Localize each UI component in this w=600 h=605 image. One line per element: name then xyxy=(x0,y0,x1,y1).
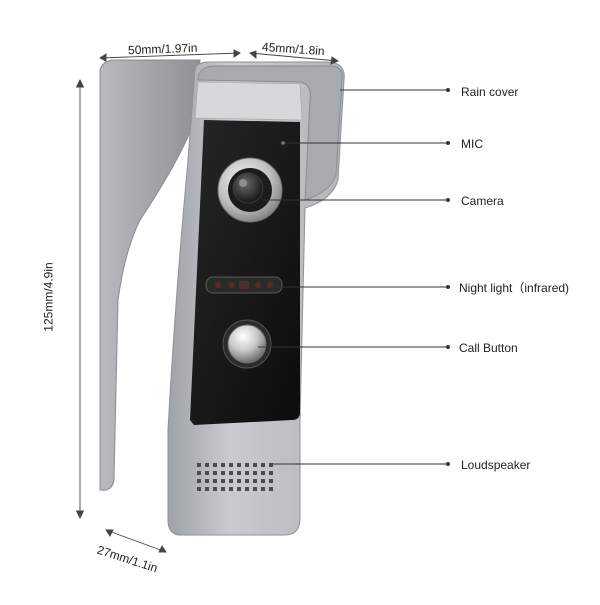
grille-hole xyxy=(205,487,209,491)
label-mic: MIC xyxy=(461,137,483,151)
dimension-lines xyxy=(75,49,339,553)
grille-hole xyxy=(237,487,241,491)
grille-hole xyxy=(269,463,273,467)
grille-hole xyxy=(253,479,257,483)
label-call-button: Call Button xyxy=(459,341,518,355)
grille-hole xyxy=(237,471,241,475)
grille-hole xyxy=(245,479,249,483)
label-loudspeaker: Loudspeaker xyxy=(461,458,531,472)
rain-cover-hood xyxy=(197,65,343,201)
grille-hole xyxy=(245,463,249,467)
grille-hole xyxy=(197,463,201,467)
grille-hole xyxy=(245,471,249,475)
callout-lines xyxy=(258,88,450,466)
night-light-strip xyxy=(205,276,283,294)
grille-hole xyxy=(229,479,233,483)
grille-hole xyxy=(269,479,273,483)
grille-hole xyxy=(237,479,241,483)
grille-hole xyxy=(237,463,241,467)
grille-hole xyxy=(221,463,225,467)
grille-hole xyxy=(213,471,217,475)
mic-hole xyxy=(281,141,285,145)
grille-hole xyxy=(229,487,233,491)
grille-hole xyxy=(213,487,217,491)
dim-height-label: 125mm/4.9in xyxy=(41,262,56,332)
rain-cover-inner xyxy=(194,81,303,121)
grille-hole xyxy=(261,479,265,483)
grille-hole xyxy=(221,471,225,475)
grille-hole xyxy=(253,471,257,475)
grille-hole xyxy=(229,463,233,467)
grille-hole xyxy=(205,463,209,467)
dim-depth-line xyxy=(249,52,339,62)
grille-hole xyxy=(253,487,257,491)
grille-hole xyxy=(261,487,265,491)
grille-hole xyxy=(261,471,265,475)
label-night-light: Night light（infrared) xyxy=(459,281,570,295)
grille-hole xyxy=(269,471,273,475)
grille-hole xyxy=(261,463,265,467)
call-button xyxy=(222,319,272,369)
dim-width-line xyxy=(99,52,241,59)
grille-hole xyxy=(197,479,201,483)
side-plate xyxy=(99,59,201,491)
grille-hole xyxy=(213,463,217,467)
grille-hole xyxy=(205,479,209,483)
grille-hole xyxy=(197,487,201,491)
grille-hole xyxy=(213,479,217,483)
grille-hole xyxy=(205,471,209,475)
grille-hole xyxy=(221,479,225,483)
grille-hole xyxy=(197,471,201,475)
grille-hole xyxy=(269,487,273,491)
dim-width-label: 50mm/1.97in xyxy=(127,40,198,58)
label-camera: Camera xyxy=(461,194,504,208)
grille-hole xyxy=(245,487,249,491)
dim-thickness-line xyxy=(105,529,167,553)
grille-hole xyxy=(229,471,233,475)
grille-hole xyxy=(221,487,225,491)
camera-module xyxy=(217,157,283,223)
label-rain-cover: Rain cover xyxy=(461,85,519,99)
grille-hole xyxy=(253,463,257,467)
speaker-grille xyxy=(197,463,273,491)
